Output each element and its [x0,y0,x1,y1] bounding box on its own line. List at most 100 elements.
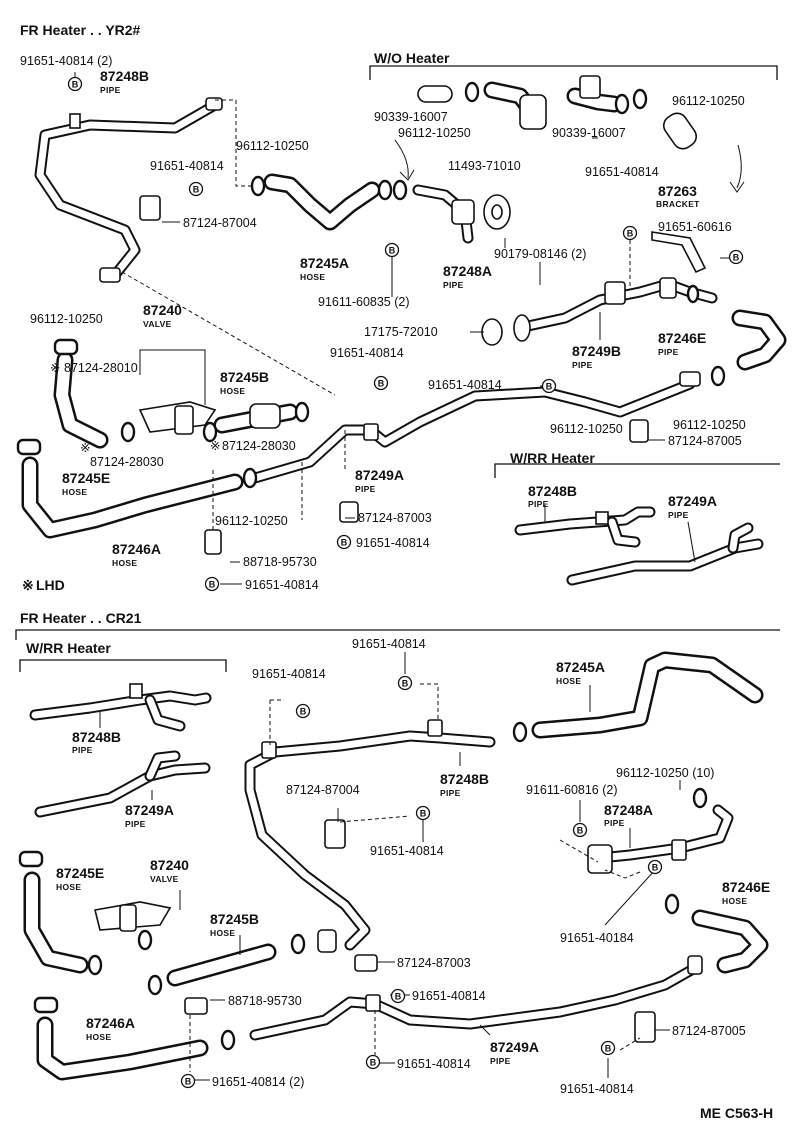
svg-text:B: B [389,246,396,256]
clamp-96112-lower-6 [147,974,163,996]
svg-text:B: B [185,1077,192,1087]
hose-87245a-lower [531,651,764,739]
label-u-87248b: 87248B [100,68,149,84]
b-marker-u3: B [384,242,400,258]
label-u-p24: 87124-87003 [358,511,432,525]
label-l-rr-87249a: 87249A [125,802,174,818]
label-u-87246a: 87246A [112,541,161,557]
label-u-p03: 91651-40814 [150,159,224,173]
label-u-87263: 87263 [658,183,697,199]
clamp-87124-87005-lower-a [687,955,703,975]
label-u-87240: 87240 [143,302,182,318]
label-l-87245e: 87245E [56,865,104,881]
hose-87245e-upper [53,351,109,449]
pipe-87249a-rr-lower [34,750,211,818]
label-l-87248a: 87248A [604,802,653,818]
pipe-87248b-rr-lower [29,683,212,732]
label-u-p20: 87124-87005 [668,434,742,448]
label-l-p10: 88718-95730 [228,994,302,1008]
label-l-p08: 87124-87003 [397,956,471,970]
label-l-p03: 96112-10250 (10) [616,766,714,780]
clamp-87124-87004-lower [324,819,346,849]
sublabel-l-87245b: HOSE [210,928,235,938]
b-marker-l8: B [180,1073,196,1089]
hose-87245a-upper [263,173,381,231]
b-marker-u6: B [373,375,389,391]
b-marker-u8: B [336,534,352,550]
label-l-87245b: 87245B [210,911,259,927]
clamp-96112-lower-1 [290,933,306,955]
sublabel-l-87248b: PIPE [440,788,461,798]
label-u-p12: 90179-08146 (2) [494,247,586,261]
clamp-96112-upper-4 [710,365,726,387]
star-u-1: ※ [50,361,60,375]
svg-text:B: B [209,580,216,590]
label-u-p25: 91651-40814 [356,536,430,550]
sublabel-l-87240: VALVE [150,874,179,884]
ref-code: ME C563-H [700,1105,773,1121]
b-marker-l9: B [600,1040,616,1056]
hose-87245b-upper [213,403,299,434]
label-l-p02: 91651-40814 [252,667,326,681]
hose-87245b-lower [166,943,277,987]
sublabel-u-87249a: PIPE [355,484,376,494]
sublabel-u-87245b: HOSE [220,386,245,396]
clamp-96112-lower-5 [220,1029,236,1051]
label-u-p10: 91651-40814 [585,165,659,179]
svg-text:B: B [378,379,385,389]
b-marker-u4: B [622,225,638,241]
label-u-p05: 90339-16007 [374,110,448,124]
clamp-96112-upper-5 [294,401,310,423]
sublabel-u-87240: VALVE [143,319,172,329]
label-u-p11: 91651-60616 [658,220,732,234]
svg-text:B: B [627,229,634,239]
svg-text:B: B [72,80,79,90]
clamp-87124-87005-upper [629,419,649,443]
lhd-note: LHD [36,577,65,593]
label-u-p23: 96112-10250 [215,514,288,528]
label-l-p07: 91651-40184 [560,931,634,945]
b-marker-l1: B [397,675,413,691]
lower-section-frame [15,629,780,640]
b-marker-l3: B [415,805,431,821]
sublabel-u-87245e: HOSE [62,487,87,497]
b-marker-l7: B [365,1054,381,1070]
label-u-p14: 17175-72010 [364,325,438,339]
label-u-87249a: 87249A [355,467,404,483]
label-u-p01: 91651-40814 (2) [20,54,112,68]
clamp-96112-upper-3 [392,179,408,201]
sublabel-u-rr-87248b: PIPE [528,499,549,509]
sublabel-l-87246a: HOSE [86,1032,111,1042]
clamp-96112-lower-4 [664,893,680,915]
label-l-87245a: 87245A [556,659,605,675]
wrr-heater-upper-frame [494,463,780,478]
svg-text:B: B [300,707,307,717]
hose-87246a-lower [33,996,209,1081]
sublabel-u-87263: BRACKET [656,199,700,209]
label-u-p16: 87124-28010 [64,361,138,375]
pipe-87249a-rr-upper [566,522,764,586]
gasket-11493 [483,194,511,230]
clamp-88718-upper [204,529,222,555]
sublabel-u-87246a: HOSE [112,558,137,568]
valve-87240-upper [120,401,218,443]
svg-text:B: B [341,538,348,548]
arrow-wo-right [736,144,742,189]
bracket-87263 [651,231,707,274]
pipe-87249a-upper [249,371,701,484]
sublabel-u-87248a: PIPE [443,280,464,290]
star-u-2: ※ [210,439,220,453]
clamp-87124-87003-lower [354,954,378,972]
wrr-heater-lower-frame [19,659,227,672]
arrow-wo-right-head [729,181,745,193]
label-u-rr-87249a: 87249A [668,493,717,509]
sublabel-u-87249b: PIPE [572,360,593,370]
sublabel-u-87245a: HOSE [300,272,325,282]
label-u-p04: 87124-87004 [183,216,257,230]
label-l-p04: 87124-87004 [286,783,360,797]
svg-text:B: B [395,992,402,1002]
pipe-87248b-rr-upper [514,506,656,548]
svg-text:B: B [577,826,584,836]
label-u-rr-87248b: 87248B [528,483,577,499]
label-u-p18: 91651-40814 [428,378,502,392]
